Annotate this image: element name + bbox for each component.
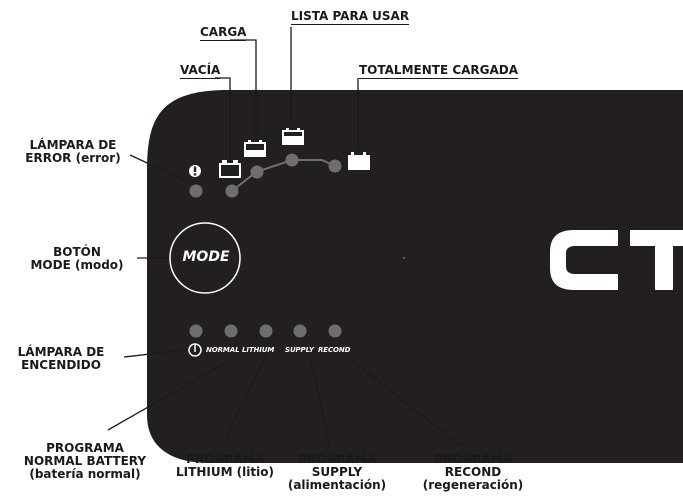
battery-charging-icon (244, 140, 266, 157)
error-icon (189, 165, 201, 177)
program-recond: RECOND (318, 346, 351, 354)
empty-state-label: VACÍA (180, 63, 221, 79)
full-state-label: TOTALMENTE CARGADA (359, 63, 519, 79)
battery-full-icon (348, 152, 370, 170)
lithium-led (224, 324, 238, 338)
program-lithium: LITHIUM (242, 346, 275, 354)
charging-state-label: CARGA (200, 25, 247, 41)
brand-logo (550, 230, 683, 290)
mode-button-callout: BOTÓN MODE (modo) (30, 245, 124, 272)
charging-led (250, 165, 264, 179)
battery-empty-icon (219, 160, 241, 178)
ready-led (285, 153, 299, 167)
error-lamp-label: LÁMPARA DE ERROR (error) (25, 138, 121, 165)
program-supply: SUPPLY (285, 346, 314, 354)
charger-panel (147, 90, 683, 463)
supply-led (293, 324, 307, 338)
empty-led (225, 184, 239, 198)
recond-led (328, 324, 342, 338)
power-lamp-label: LÁMPARA DE ENCENDIDO (17, 345, 105, 372)
lithium-program-label: PROGRAMA LITHIUM (litio) (176, 452, 274, 479)
battery-ready-icon (282, 128, 304, 145)
program-normal: NORMAL (206, 346, 240, 354)
center-dot (403, 257, 405, 259)
mode-button-label[interactable]: MODE (182, 249, 230, 265)
normal-program-label: PROGRAMA NORMAL BATTERY (batería normal) (23, 441, 147, 481)
ready-state-label: LISTA PARA USAR (291, 9, 410, 25)
normal-led (189, 324, 203, 338)
error-led (189, 184, 203, 198)
mode-button[interactable] (169, 222, 241, 294)
recond-program-label: PROGRAMA RECOND (regeneración) (422, 452, 524, 492)
lithium-prog-led (259, 324, 273, 338)
supply-program-label: PROGRAMA SUPPLY (alimentación) (287, 452, 387, 492)
full-led (328, 159, 342, 173)
power-icon (188, 343, 202, 357)
